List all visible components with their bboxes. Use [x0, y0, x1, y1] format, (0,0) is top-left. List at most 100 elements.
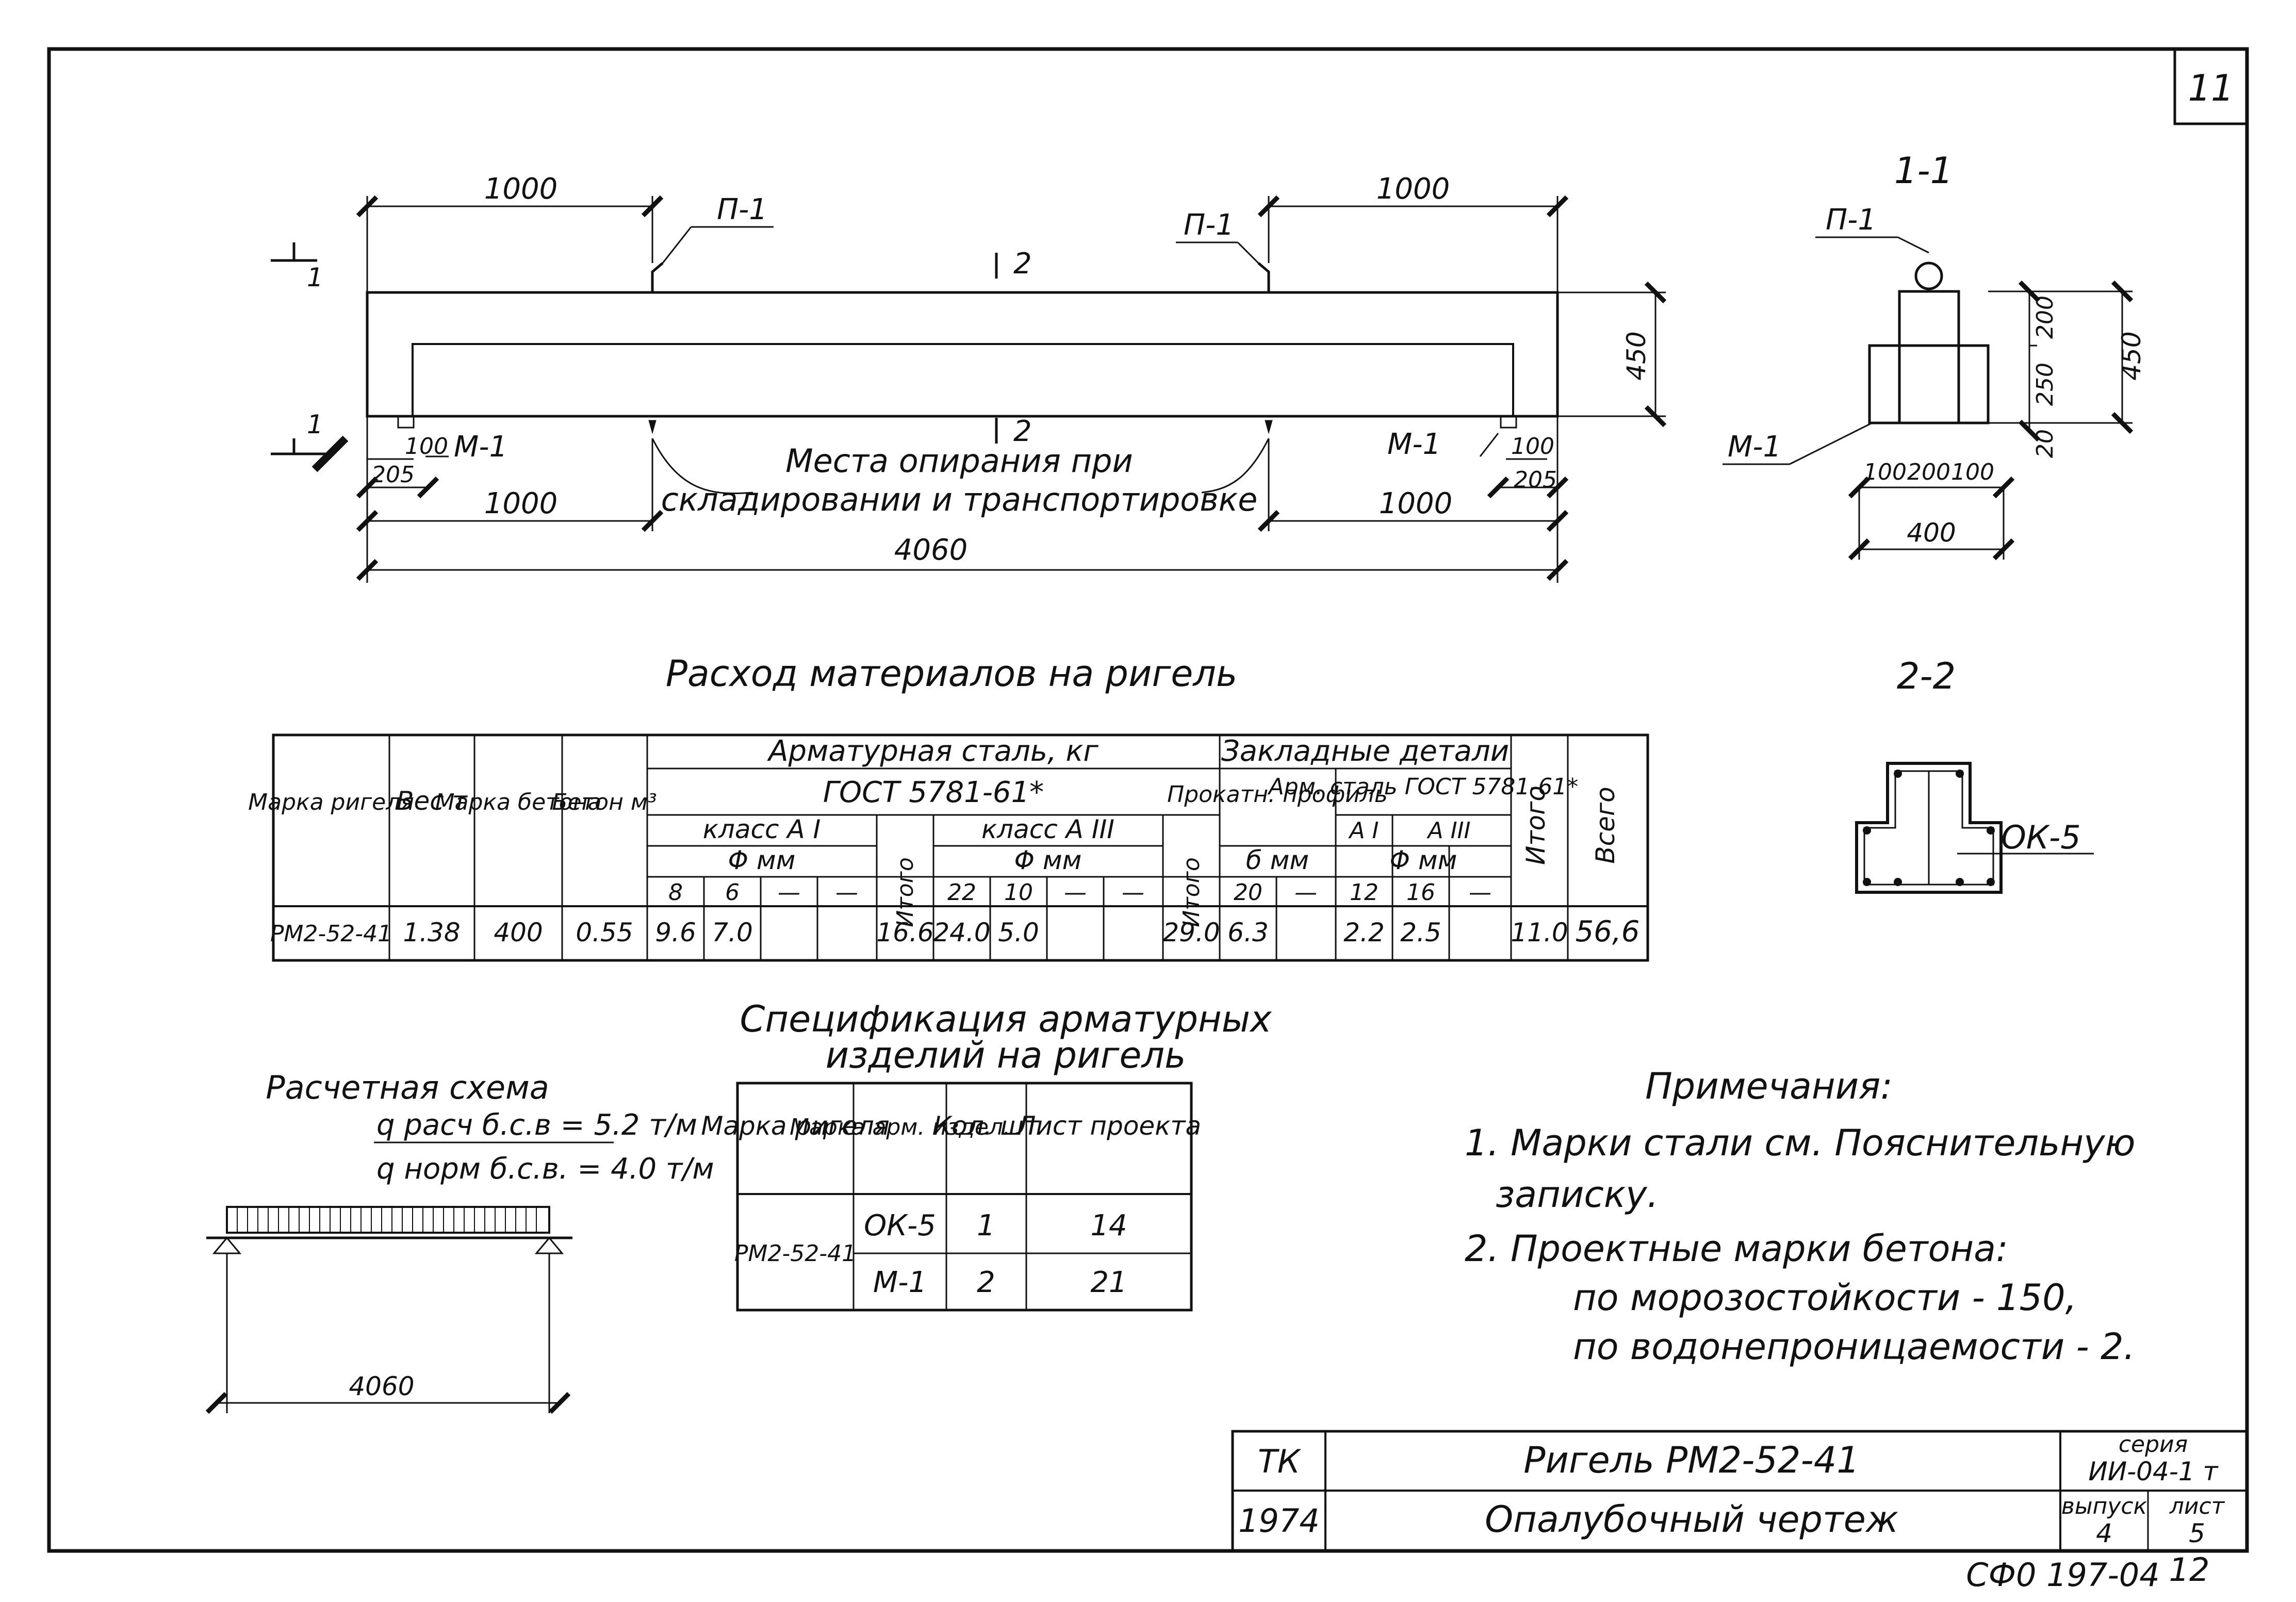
- tb-name: Ригель РМ2-52-41: [1523, 1439, 1860, 1481]
- label-m1-section: М-1: [1728, 430, 1781, 464]
- dim-20: 20: [2032, 429, 2058, 458]
- row-rolled-0: 6.3: [1227, 918, 1269, 947]
- dim-end-right-205: 205: [1514, 467, 1557, 493]
- calc-title: Расчетная схема: [266, 1069, 549, 1106]
- tb-issue-label: выпуск: [2061, 1493, 2147, 1519]
- dim-end-right-100: 100: [1511, 433, 1554, 460]
- spec-row-1-qty: 1: [977, 1209, 995, 1243]
- note1-line2: записку.: [1496, 1173, 1659, 1216]
- tb-year: 1974: [1238, 1502, 1320, 1540]
- diam-a3-1: 10: [1004, 879, 1033, 906]
- calc-scheme: Расчетная схема q расч б.с.в = 5.2 т/м q…: [205, 1069, 714, 1414]
- diam-arm-0: 12: [1350, 879, 1379, 906]
- h-grand-total: Всего: [1590, 787, 1620, 863]
- label-m1-right: М-1: [1387, 428, 1441, 461]
- row-a3-0: 24.0: [933, 918, 990, 947]
- row-grand-total: 56,6: [1576, 915, 1640, 949]
- label-p1-left: П-1: [717, 193, 767, 226]
- h-phi-a3: Φ мм: [1014, 845, 1082, 875]
- beam-elevation: 1000 1000 П-1 П-1 2 2 1 1 450 100 205: [271, 172, 1667, 583]
- spec-h-qty: Кол. шт: [933, 1111, 1040, 1141]
- row-a3-total: 29.0: [1162, 918, 1220, 947]
- h-arm-steel: Арм. сталь ГОСТ 5781-61*: [1267, 774, 1579, 800]
- row-concrete-mark: 400: [494, 918, 543, 947]
- section-2-2: 2-2 ОК-5: [1855, 655, 2094, 894]
- beam-web-line: [412, 343, 1514, 417]
- notes-title: Примечания:: [1645, 1065, 1893, 1107]
- dim-bottom-right: 1000: [1379, 487, 1453, 520]
- dim-b3: 100: [1951, 459, 1994, 485]
- h-mark: Марка ригеля: [248, 789, 414, 815]
- tb-series-label: серия: [2119, 1431, 2188, 1458]
- h-embedded: Закладные детали: [1221, 734, 1509, 768]
- dim-b1: 100: [1863, 459, 1907, 485]
- support-right: [1265, 420, 1273, 434]
- section-2-top: 2: [1013, 247, 1032, 281]
- diam-a1-0: 8: [668, 879, 683, 906]
- tb-org: ТК: [1258, 1443, 1302, 1480]
- spec-h-item: Марка арм. издел.: [790, 1114, 1010, 1140]
- row-concrete: 0.55: [576, 918, 633, 947]
- dim-400: 400: [1907, 518, 1956, 548]
- dim-end-left-100: 100: [405, 433, 448, 460]
- diam-a1-1: 6: [725, 879, 740, 906]
- row-a3-1: 5.0: [998, 918, 1039, 947]
- dim-end-left-205: 205: [371, 462, 415, 488]
- note2-line3: по водонепроницаемости - 2.: [1573, 1326, 2135, 1368]
- dim-200: 200: [2032, 296, 2058, 339]
- note2-line2: по морозостойкости - 150,: [1573, 1277, 2077, 1319]
- h-total-a3: Итого: [1178, 857, 1205, 927]
- support-left: [648, 420, 657, 434]
- label-ok5: ОК-5: [2001, 819, 2081, 856]
- h-a3: А III: [1426, 818, 1470, 844]
- h-b-mm: б мм: [1246, 845, 1309, 875]
- dim-250: 250: [2032, 363, 2058, 406]
- corner-number: 11: [2188, 67, 2234, 109]
- label-p1-section: П-1: [1826, 203, 1876, 237]
- h-phi-arm: Φ мм: [1390, 845, 1457, 875]
- diam-a1-3: —: [835, 879, 858, 906]
- spec-row-1-item: ОК-5: [864, 1209, 936, 1243]
- dim-bottom-left: 1000: [484, 487, 558, 520]
- section-2-bottom: 2: [1013, 415, 1032, 448]
- h-rebar: Арматурная сталь, кг: [767, 734, 1098, 768]
- pin-support-left: [212, 1236, 242, 1254]
- dim-overall: 4060: [894, 533, 968, 567]
- section-mark-top: 1: [307, 263, 323, 292]
- dim-height: 450: [1621, 331, 1651, 380]
- spec-row-2-qty: 2: [977, 1266, 995, 1299]
- note1-line1: 1. Марки стали см. Пояснительную: [1465, 1122, 2136, 1164]
- h-total-a1: Итого: [892, 857, 919, 927]
- span-dim: 4060: [349, 1371, 414, 1401]
- h-class-a1: класс А I: [703, 814, 821, 844]
- materials-title: Расход материалов на ригель: [666, 652, 1238, 695]
- beam-outline: [366, 291, 1559, 418]
- diam-a3-2: —: [1064, 879, 1087, 906]
- load-normative: q норм б.с.в. = 4.0 т/м: [376, 1152, 714, 1186]
- spec-rigel: РМ2-52-41: [734, 1240, 856, 1267]
- footer-code: СФ0 197-04: [1966, 1556, 2159, 1594]
- row-a1-1: 7.0: [712, 918, 753, 947]
- diam-a3-0: 22: [947, 879, 976, 906]
- load-hatching: [237, 1207, 537, 1233]
- load-design: q расч б.с.в = 5.2 т/м: [376, 1108, 697, 1142]
- load-diagram: [226, 1206, 550, 1234]
- h-gost: ГОСТ 5781-61*: [823, 776, 1044, 809]
- tb-issue-value: 4: [2096, 1518, 2112, 1548]
- dim-b2: 200: [1907, 459, 1950, 485]
- spec-title-2: изделий на ригель: [826, 1034, 1186, 1076]
- h-embedded-total: Итого: [1521, 786, 1551, 865]
- diam-arm-1: 16: [1406, 879, 1435, 906]
- diam-a1-2: —: [778, 879, 800, 906]
- note2-line1: 2. Проектные марки бетона:: [1465, 1228, 2008, 1270]
- diam-rolled-0: 20: [1234, 879, 1262, 906]
- row-arm-0: 2.2: [1343, 918, 1385, 947]
- support-note-line2: складировании и транспортировке: [661, 481, 1258, 518]
- embedded-plate-right: [1500, 415, 1517, 429]
- notes: Примечания: 1. Марки стали см. Пояснител…: [1465, 1065, 2136, 1368]
- spec-row-2-item: М-1: [873, 1266, 927, 1299]
- spec-h-sheet: Лист проекта: [1015, 1111, 1201, 1141]
- h-weight: Вес т: [396, 786, 468, 816]
- pin-support-right: [534, 1236, 564, 1254]
- dim-450: 450: [2117, 331, 2146, 380]
